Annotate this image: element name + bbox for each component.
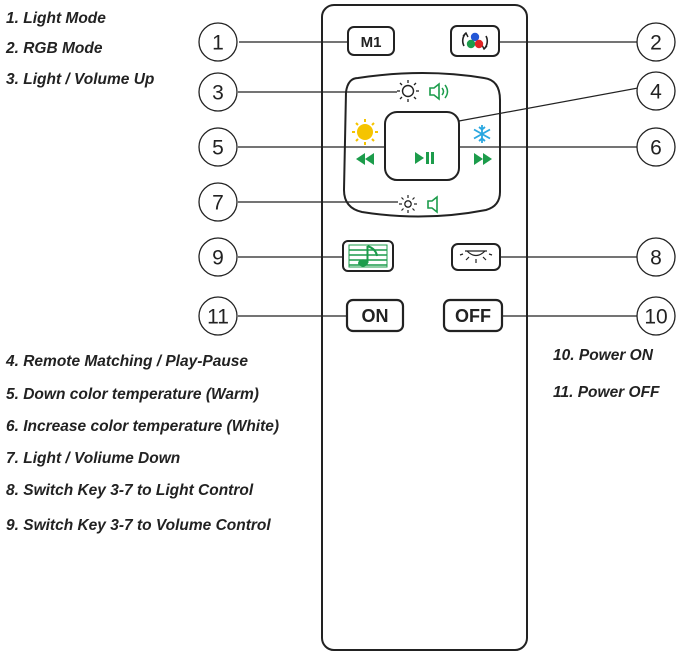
light-mode-button[interactable] [347,26,395,56]
callout-lines [238,41,639,317]
speaker-icon [427,195,438,214]
play-pause-icon [415,152,434,164]
callout-8: 8 [636,237,676,277]
legend-switch-volume: 9. Switch Key 3-7 to Volume Control [6,517,271,534]
callout-2: 2 [636,22,676,62]
legend-warm: 5. Down color temperature (Warm) [6,386,259,403]
lamp-icon [459,250,493,263]
m1-label: M1 [361,34,382,51]
callout-3: 3 [198,72,238,112]
legend-power-on: 10. Power ON [553,347,653,364]
rewind-icon [356,153,374,165]
legend-rgb-mode: 2. RGB Mode [6,40,103,57]
legend-power-off: 11. Power OFF [553,384,660,401]
warm-sun-icon [352,119,378,145]
legend-light-volume-down: 7. Light / Voliume Down [6,450,181,467]
legend-light-mode: 1. Light Mode [6,10,106,27]
svg-text:8: 8 [650,247,662,270]
svg-text:5: 5 [212,137,224,160]
svg-text:6: 6 [650,137,662,160]
svg-text:11: 11 [207,306,229,329]
callout-6: 6 [636,127,676,167]
on-label: ON [362,306,389,326]
music-note-icon [348,244,388,268]
rgb-cycle-icon [461,31,489,51]
sun-icon [397,80,419,102]
callout-5: 5 [198,127,238,167]
svg-text:2: 2 [650,32,662,55]
callout-7: 7 [198,182,238,222]
center-button[interactable] [384,111,460,181]
callout-9: 9 [198,237,238,277]
callout-4: 4 [636,71,676,111]
svg-text:3: 3 [212,82,224,105]
svg-text:9: 9 [212,247,224,270]
callout-11: 11 [198,296,238,336]
small-sun-icon [399,195,417,213]
svg-text:7: 7 [212,192,224,215]
fast-forward-icon [474,153,492,165]
snowflake-icon [473,125,491,143]
svg-text:4: 4 [650,81,662,104]
light-control-button[interactable] [451,243,501,271]
legend-white: 6. Increase color temperature (White) [6,418,280,435]
callout-10: 10 [636,296,676,336]
legend-switch-light: 8. Switch Key 3-7 to Light Control [6,482,254,499]
speaker-icon [429,82,449,101]
legend-light-volume-up: 3. Light / Volume Up [6,71,155,88]
svg-text:10: 10 [644,306,667,329]
callout-1: 1 [198,22,238,62]
svg-text:1: 1 [212,32,224,55]
legend-remote-matching: 4. Remote Matching / Play-Pause [6,353,249,370]
off-label: OFF [455,306,491,326]
